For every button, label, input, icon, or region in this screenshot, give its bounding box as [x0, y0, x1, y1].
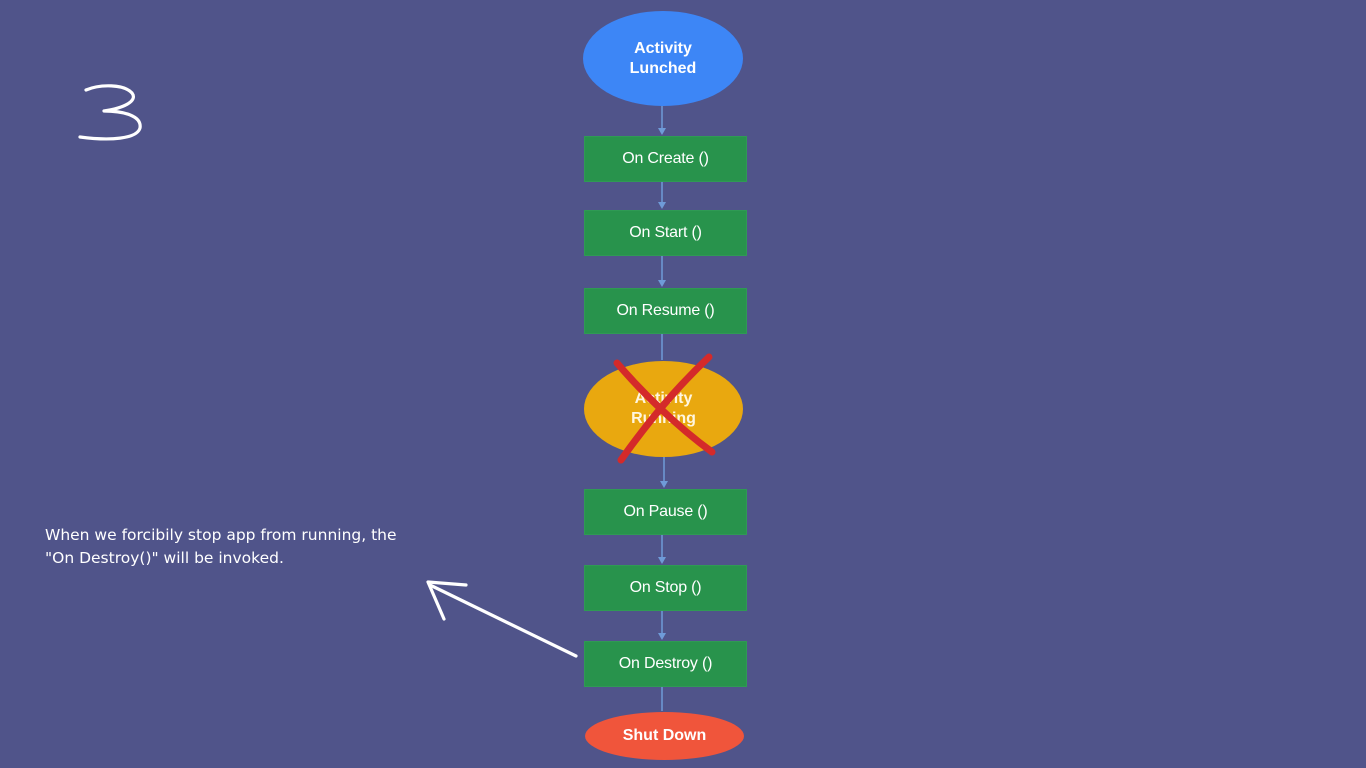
arrowhead-create-start [658, 202, 666, 209]
activity-launched-node: Activity Lunched [583, 11, 743, 106]
on-create-node: On Create () [584, 136, 747, 182]
on-resume-node: On Resume () [584, 288, 747, 334]
activity-launched-label: Activity Lunched [629, 39, 697, 77]
arrowhead-launched-create [658, 128, 666, 135]
annotation-note: When we forcibily stop app from running,… [45, 526, 397, 567]
on-resume-label: On Resume () [616, 302, 715, 319]
activity-running-node: Activity Running [584, 361, 743, 457]
activity-running-label: Activity Running [631, 390, 696, 427]
on-pause-label: On Pause () [623, 503, 708, 520]
on-stop-node: On Stop () [584, 565, 747, 611]
on-stop-label: On Stop () [629, 579, 702, 596]
on-create-label: On Create () [622, 150, 709, 167]
arrowhead-stop-destroy [658, 633, 666, 640]
on-start-label: On Start () [629, 224, 702, 241]
on-start-node: On Start () [584, 210, 747, 256]
on-pause-node: On Pause () [584, 489, 747, 535]
shut-down-node: Shut Down [585, 712, 744, 760]
shut-down-label: Shut Down [622, 727, 707, 744]
arrowhead-pause-stop [658, 557, 666, 564]
arrowhead-start-resume [658, 280, 666, 287]
on-destroy-node: On Destroy () [584, 641, 747, 687]
arrowhead-running-pause [660, 481, 668, 488]
on-destroy-label: On Destroy () [618, 655, 713, 672]
